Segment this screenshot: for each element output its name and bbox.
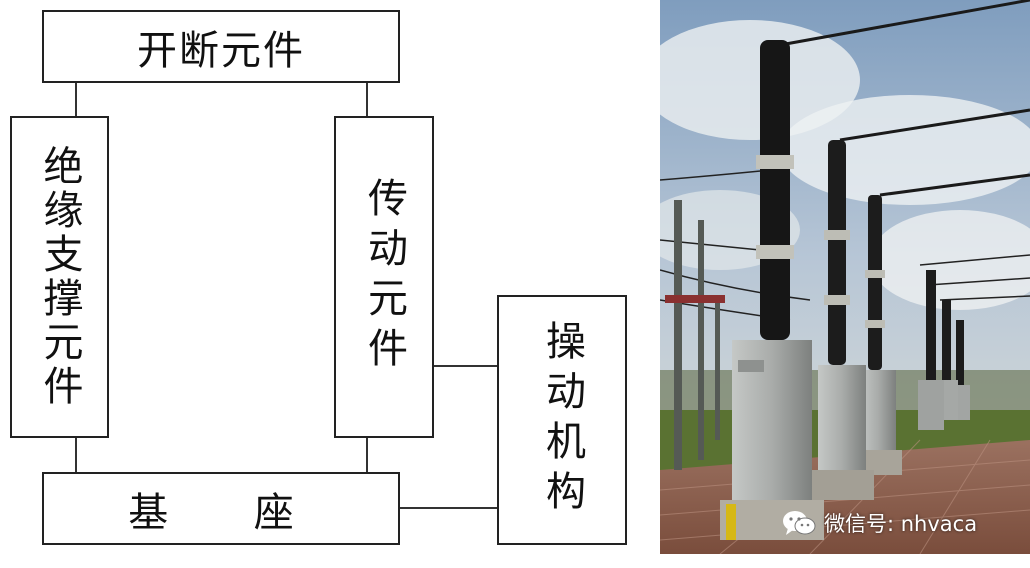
wechat-icon [782,509,816,537]
transmission-element-box: 传动元件 [334,116,434,438]
wechat-watermark: 微信号: nhvaca [782,508,977,538]
connector-line [75,82,77,117]
connector-line [366,437,368,473]
watermark-text: 微信号: nhvaca [824,512,978,536]
insulating-support-label: 绝缘支撑元件 [36,145,83,409]
connector-line [366,82,368,117]
transmission-element-label: 传动元件 [361,177,407,377]
connector-line [433,365,499,367]
connector-line [75,437,77,473]
base-box: 基 座 [42,472,400,545]
connector-line [400,507,499,509]
insulating-support-box: 绝缘支撑元件 [10,116,109,438]
operating-mechanism-label: 操动机构 [539,320,585,520]
switching-element-label: 开断元件 [137,27,305,74]
operating-mechanism-box: 操动机构 [497,295,627,545]
base-label: 基 座 [128,489,314,536]
substation-photo [660,0,1030,554]
switching-element-box: 开断元件 [42,10,400,83]
breaker-structure-diagram: 开断元件 绝缘支撑元件 传动元件 操动机构 基 座 [10,10,627,545]
